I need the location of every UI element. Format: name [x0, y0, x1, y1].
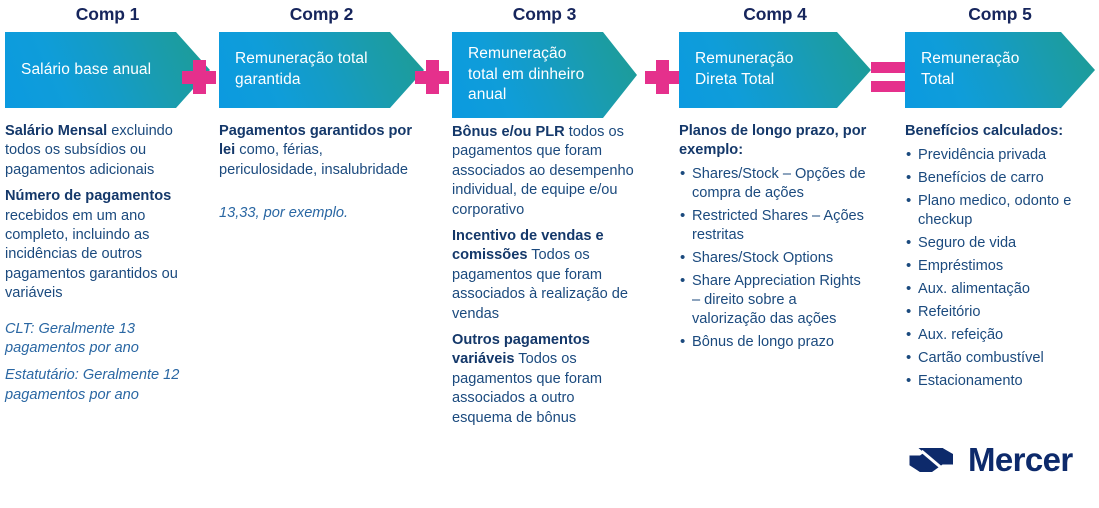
comp-4-arrow: Remuneração Direta Total [679, 32, 871, 108]
comp-3-body: Bônus e/ou PLR todos os pagamentos que f… [452, 123, 637, 428]
comp-3-paragraph-2: Incentivo de vendas e comissões Todos os… [452, 227, 637, 324]
mercer-wordmark: Mercer [968, 441, 1073, 478]
comp-5-title: Comp 5 [968, 4, 1032, 24]
comp-1-paragraph-1: Salário Mensal excluindo todos os subsíd… [5, 122, 210, 180]
list-item: Aux. alimentação [905, 279, 1095, 299]
comp-3-title: Comp 3 [512, 4, 577, 24]
comp-1-title: Comp 1 [75, 4, 140, 24]
list-item: Share Appreciation Rights – direito sobr… [679, 271, 871, 329]
comp-column-3: Comp 3 Remuneração total em dinheiro anu… [452, 0, 637, 508]
list-item: Benefícios de carro [905, 168, 1095, 188]
comp-column-4: Comp 4 Remuneração Direta Total Planos d… [679, 0, 871, 508]
comp-2-paragraph-1: Pagamentos garantidos por lei como, féri… [219, 122, 424, 180]
comp-2-arrow-shape: Remuneração total garantida [219, 32, 424, 108]
operator-plus-2 [415, 60, 449, 94]
comp-1-paragraph-1-rest: excluindo todos os subsídios ou pagament… [5, 123, 173, 178]
comp-5-body: Benefícios calculados: Previdência priva… [905, 122, 1095, 391]
comp-4-arrow-label: Remuneração Direta Total [695, 50, 794, 88]
list-item: Refeitório [905, 302, 1095, 322]
comp-1-arrow-label: Salário base anual [21, 60, 152, 78]
comp-4-arrow-shape: Remuneração Direta Total [679, 32, 871, 108]
list-item: Bônus de longo prazo [679, 332, 871, 352]
comp-1-arrow-shape: Salário base anual [5, 32, 210, 108]
comp-3-paragraph-2-rest: Todos os pagamentos que foram associados… [452, 247, 629, 322]
comp-2-paragraph-1-rest: como, férias, periculosidade, insalubrid… [219, 142, 409, 178]
comp-1-paragraph-2-rest: recebidos em um ano completo, incluindo … [5, 207, 178, 302]
comp-3-paragraph-3-bold: Outros pagamentos variáveis [452, 332, 590, 368]
comp-2-arrow-label: Remuneração total garantida [235, 50, 368, 88]
comp-3-paragraph-1: Bônus e/ou PLR todos os pagamentos que f… [452, 123, 637, 220]
comp-4-body: Planos de longo prazo, por exemplo: Shar… [679, 122, 871, 352]
comp-5-arrow: Remuneração Total [905, 32, 1095, 108]
list-item: Aux. refeição [905, 325, 1095, 345]
comp-2-paragraph-1-bold: Pagamentos garantidos por lei [219, 123, 412, 159]
comp-3-arrow-shape: Remuneração total em dinheiro anual [452, 32, 637, 118]
operator-plus-1 [182, 60, 216, 94]
comp-1-arrow: Salário base anual [5, 32, 210, 108]
comp-3-arrow-label: Remuneração total em dinheiro anual [468, 44, 585, 104]
comp-1-note-1: CLT: Geralmente 13 pagamentos por ano [5, 320, 139, 357]
comp-4-title: Comp 4 [743, 4, 807, 24]
comp-2-body: Pagamentos garantidos por lei como, féri… [219, 122, 424, 224]
comp-4-bullet-list: Shares/Stock – Opções de compra de ações… [679, 164, 871, 352]
comp-1-paragraph-2-bold: Número de pagamentos [5, 188, 172, 205]
comp-column-2: Comp 2 Remuneração total garantida Pagam… [219, 0, 424, 508]
comp-3-arrow: Remuneração total em dinheiro anual [452, 32, 637, 118]
list-item: Restricted Shares – Ações restritas [679, 206, 871, 245]
comp-2-arrow: Remuneração total garantida [219, 32, 424, 108]
comp-5-arrow-label: Remuneração Total [921, 50, 1020, 88]
list-item: Seguro de vida [905, 233, 1095, 253]
list-item: Plano medico, odonto e checkup [905, 191, 1095, 230]
comp-3-paragraph-3-rest: Todos os pagamentos que foram associados… [452, 351, 603, 426]
comp-1-body: Salário Mensal excluindo todos os subsíd… [5, 122, 210, 405]
comp-3-paragraph-1-rest: todos os pagamentos que foram associados… [452, 124, 634, 218]
comp-1-note-2: Estatutário: Geralmente 12 pagamentos po… [5, 367, 180, 403]
list-item: Shares/Stock – Opções de compra de ações [679, 164, 871, 203]
operator-equals [871, 62, 905, 92]
comp-5-list-head: Benefícios calculados: [905, 123, 1064, 139]
comp-5-bullet-list: Previdência privada Benefícios de carro … [905, 145, 1095, 391]
list-item: Estacionamento [905, 371, 1095, 391]
comp-2-title: Comp 2 [289, 4, 354, 24]
comp-3-paragraph-2-bold: Incentivo de vendas e comissões [452, 228, 604, 264]
comp-column-5: Comp 5 Remuneração Total Benefícios calc… [905, 0, 1095, 508]
mercer-infinity-mark-icon [909, 447, 953, 472]
list-item: Cartão combustível [905, 348, 1095, 368]
comp-3-paragraph-3: Outros pagamentos variáveis Todos os pag… [452, 331, 637, 428]
operator-plus-3 [645, 60, 679, 94]
comp-column-1: Comp 1 Salário base anual Salário Mensal… [5, 0, 210, 508]
list-item: Shares/Stock Options [679, 248, 871, 268]
comp-4-list-head: Planos de longo prazo, por exemplo: [679, 123, 867, 158]
comp-1-paragraph-2: Número de pagamentos recebidos em um ano… [5, 187, 210, 303]
comp-1-paragraph-1-bold: Salário Mensal [5, 123, 108, 139]
list-item: Previdência privada [905, 145, 1095, 165]
comp-5-arrow-shape: Remuneração Total [905, 32, 1095, 108]
comp-3-paragraph-1-bold: Bônus e/ou PLR [452, 124, 565, 140]
comp-2-note-1: 13,33, por exemplo. [219, 205, 348, 222]
mercer-logo: Mercer [908, 443, 1073, 476]
list-item: Empréstimos [905, 256, 1095, 276]
